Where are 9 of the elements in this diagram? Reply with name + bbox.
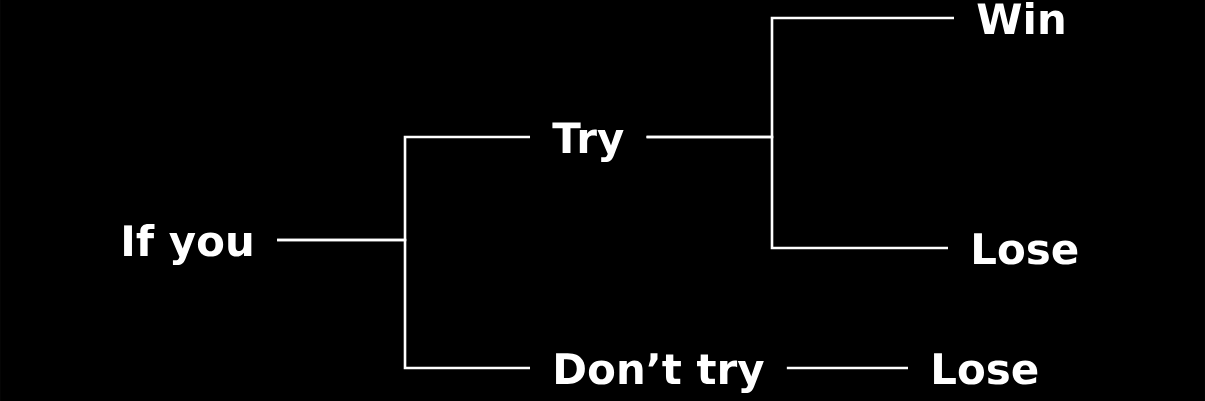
- branch-label: Lose: [934, 353, 1038, 385]
- branch-label: Try: [552, 122, 624, 163]
- branch-label: Don’t try: [556, 353, 764, 394]
- connector-line: [277, 238, 530, 370]
- connector-line: [646, 135, 948, 250]
- branch-label: Win: [977, 2, 1064, 34]
- branch-label: If you: [124, 224, 252, 266]
- branch-label: Lose: [974, 233, 1078, 265]
- connector-line: [786, 366, 908, 370]
